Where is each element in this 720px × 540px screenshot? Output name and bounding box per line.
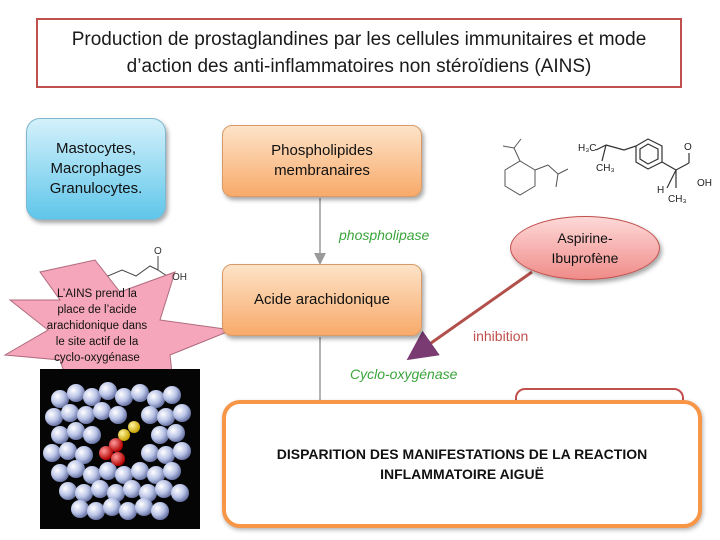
ibuprofen-h-label: H bbox=[657, 185, 665, 196]
phospholipids-line-1: Phospholipides bbox=[271, 142, 373, 159]
outcome-box: DISPARITION DES MANIFESTATIONS DE LA REA… bbox=[222, 400, 702, 528]
salicylate-molecule-icon bbox=[502, 138, 569, 196]
drugs-line-2: Ibuprofène bbox=[551, 250, 619, 266]
title-box: Production de prostaglandines par les ce… bbox=[36, 18, 682, 88]
drugs-line-1: Aspirine- bbox=[557, 230, 613, 246]
ibuprofen-oh-label: OH bbox=[697, 178, 712, 189]
immune-cells-box: Mastocytes, Macrophages Granulocytes. bbox=[26, 118, 166, 220]
protein-model-icon bbox=[43, 382, 191, 520]
cells-line-1: Mastocytes, bbox=[55, 140, 136, 157]
ibuprofen-h3c-label: H₃C bbox=[578, 143, 597, 154]
arachidonic-acid-label: Acide arachidonique bbox=[254, 291, 390, 308]
star-note-line-1: L’AINS prend la bbox=[57, 288, 137, 300]
star-note-line-5: cyclo-oxygénase bbox=[54, 352, 140, 364]
arachidonic-o-label: O bbox=[154, 246, 162, 257]
star-note-line-3: arachidonique dans bbox=[46, 320, 148, 332]
star-note-line-4: le site actif de la bbox=[55, 336, 139, 348]
cyclooxygenase-label: Cyclo-oxygénase bbox=[350, 366, 458, 382]
ibuprofen-ch3b-label: CH₃ bbox=[668, 194, 687, 205]
inhibition-arrow bbox=[406, 270, 533, 361]
ibuprofen-o-label: O bbox=[684, 142, 692, 153]
page-title: Production de prostaglandines par les ce… bbox=[71, 29, 647, 77]
drugs-ellipse: Aspirine- Ibuprofène bbox=[510, 216, 660, 280]
enzyme-model-image bbox=[40, 369, 200, 529]
outcome-text: DISPARITION DES MANIFESTATIONS DE LA REA… bbox=[276, 446, 648, 482]
cells-line-3: Granulocytes. bbox=[49, 180, 143, 197]
star-note-line-2: place de l’acide bbox=[57, 304, 137, 316]
phospholipase-label: phospholipase bbox=[339, 227, 430, 243]
star-note: L’AINS prend la place de l’acide arachid… bbox=[22, 286, 172, 366]
arachidonic-acid-box: Acide arachidonique bbox=[222, 264, 422, 336]
inhibition-label: inhibition bbox=[473, 328, 529, 344]
ibuprofen-molecule-icon bbox=[595, 138, 690, 189]
arachidonic-oh-label: OH bbox=[172, 272, 187, 283]
phospholipids-line-2: membranaires bbox=[274, 162, 370, 179]
ibuprofen-ch3-label: CH₃ bbox=[596, 163, 615, 174]
phospholipids-box: Phospholipides membranaires bbox=[222, 125, 422, 197]
cells-line-2: Macrophages bbox=[50, 160, 142, 177]
